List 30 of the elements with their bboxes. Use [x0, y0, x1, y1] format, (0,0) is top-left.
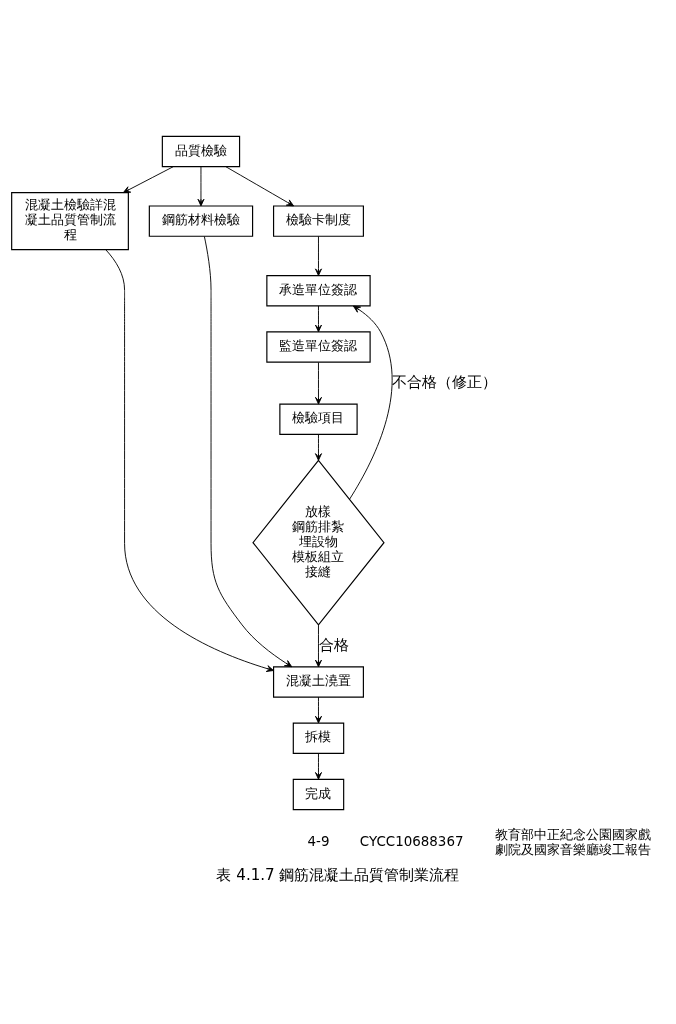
label: 4-9	[307, 834, 330, 850]
node-box: 檢驗項目	[279, 403, 358, 435]
node-box: 拆模	[292, 722, 345, 754]
arrow	[122, 166, 174, 194]
caption: 表 4.1.7 鋼筋混凝土品質管制業流程	[216, 865, 460, 884]
node-box: 監造單位簽認	[266, 331, 371, 363]
edge-label: 合格	[319, 635, 350, 654]
arrow	[197, 166, 205, 207]
arrow	[349, 305, 393, 500]
arrow	[315, 362, 322, 405]
arrow	[225, 166, 295, 207]
node-box: 承造單位簽認	[266, 275, 371, 307]
arrow	[105, 249, 274, 672]
node-box: 混凝土檢驗詳混凝土品質管制流程	[11, 192, 129, 251]
node-diamond: 放樣 鋼筋排紮 埋設物 模板組立 接縫	[252, 459, 385, 626]
arrow	[315, 624, 322, 668]
label: CYCC10688367	[359, 834, 464, 850]
arrow	[315, 434, 322, 461]
label: 教育部中正紀念公園國家戲劇院及國家音樂廳竣工報告	[494, 826, 651, 857]
arrow	[315, 305, 322, 333]
node-box: 鋼筋材料檢驗	[148, 205, 254, 237]
arrow	[315, 235, 322, 277]
arrow	[315, 696, 322, 724]
node-box: 混凝土澆置	[273, 666, 364, 698]
node-box: 品質檢驗	[161, 135, 241, 168]
node-box: 檢驗卡制度	[273, 205, 364, 237]
arrow	[203, 236, 293, 668]
node-box: 完成	[292, 778, 345, 811]
edge-label: 不合格（修正）	[392, 372, 498, 391]
arrow	[315, 752, 322, 780]
